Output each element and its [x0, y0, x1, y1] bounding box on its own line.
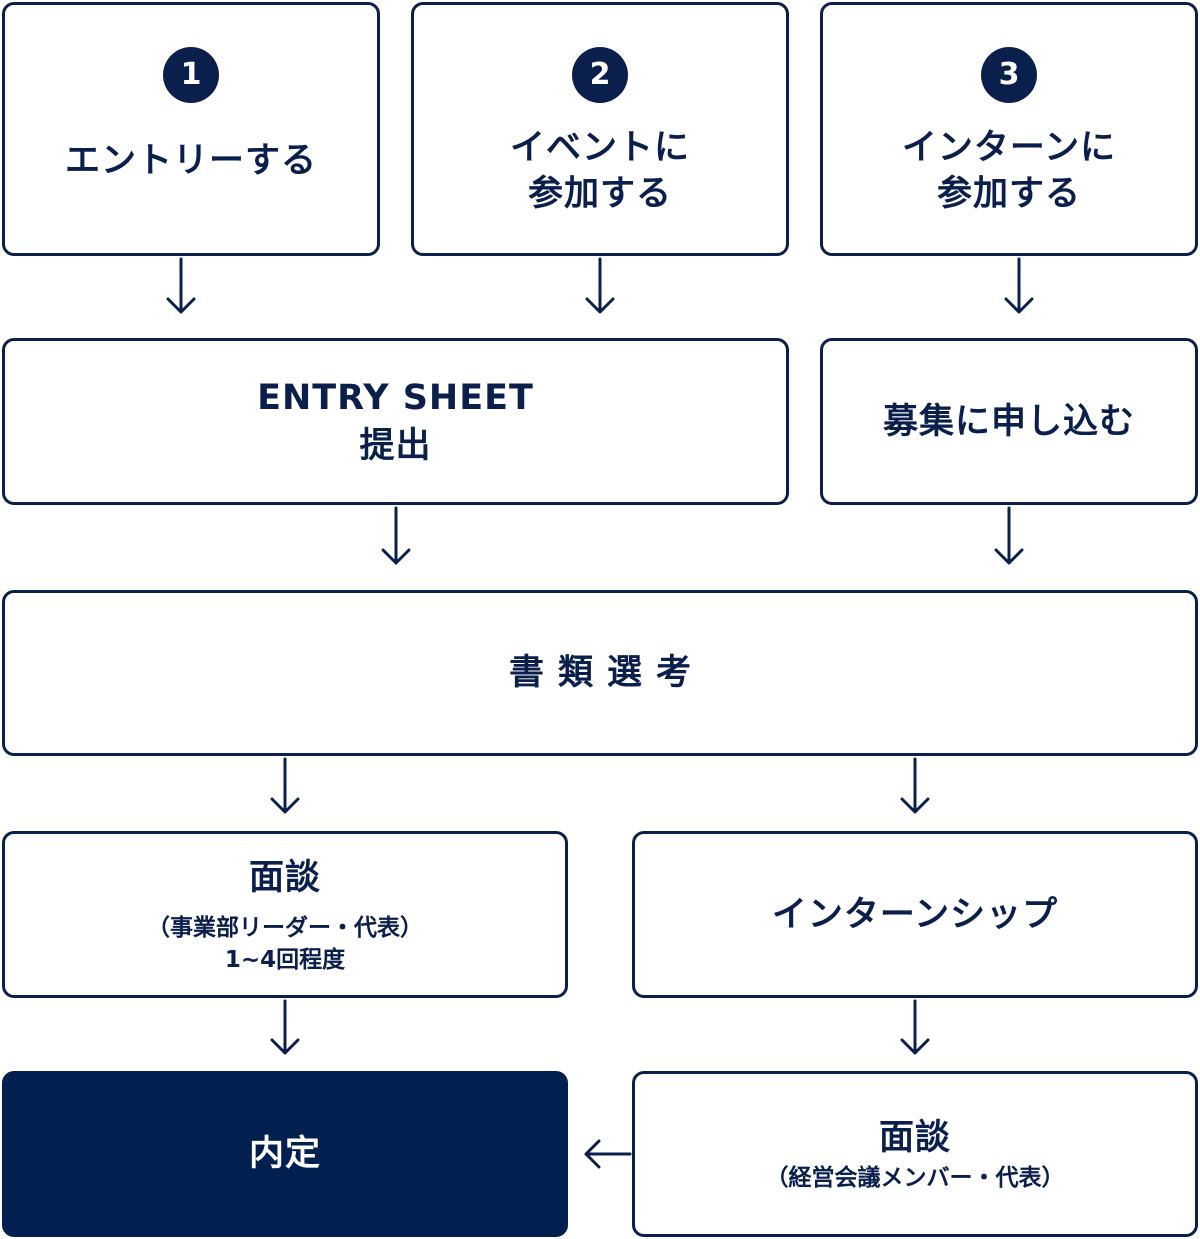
arrow-screening-to-interview1 — [270, 757, 300, 814]
entry-sheet-box: ENTRY SHEET 提出 — [2, 338, 789, 505]
step1-box: 1 エントリーする — [2, 2, 380, 256]
interview2-box: 面談 （経営会議メンバー・代表） — [632, 1071, 1198, 1237]
step2-label: イベントに 参加する — [509, 128, 690, 214]
screening-box: 書類選考 — [2, 590, 1198, 756]
arrow-interview2-to-offer — [584, 1139, 632, 1169]
arrow-step2-to-entry-sheet — [585, 257, 615, 314]
step2-number-badge: 2 — [572, 47, 628, 103]
internship-label: インターンシップ — [771, 894, 1059, 935]
arrow-step1-to-entry-sheet — [166, 257, 196, 314]
screening-label: 書類選考 — [508, 653, 705, 693]
arrow-entry-sheet-to-screening — [381, 506, 411, 565]
step3-box: 3 インターンに 参加する — [820, 2, 1198, 256]
apply-box: 募集に申し込む — [820, 338, 1198, 505]
step2-box: 2 イベントに 参加する — [411, 2, 789, 256]
interview2-label: 面談 — [878, 1118, 951, 1158]
offer-box: 内定 — [2, 1071, 568, 1237]
offer-label: 内定 — [248, 1134, 321, 1174]
arrow-screening-to-internship — [900, 757, 930, 814]
entry-sheet-label: ENTRY SHEET 提出 — [257, 377, 534, 466]
step1-number-badge: 1 — [163, 47, 219, 103]
interview2-detail: （経営会議メンバー・代表） — [765, 1165, 1065, 1191]
step1-label: エントリーする — [64, 141, 317, 181]
arrow-internship-to-interview2 — [900, 999, 930, 1055]
arrow-apply-to-screening — [994, 506, 1024, 565]
step3-label: インターンに 参加する — [901, 128, 1117, 214]
arrow-interview1-to-offer — [270, 999, 300, 1055]
arrow-step3-to-apply — [1004, 257, 1034, 314]
apply-label: 募集に申し込む — [882, 401, 1135, 442]
internship-box: インターンシップ — [632, 831, 1198, 998]
step3-number-badge: 3 — [981, 47, 1037, 103]
interview1-detail: （事業部リーダー・代表） 1~4回程度 — [147, 914, 423, 973]
interview1-box: 面談 （事業部リーダー・代表） 1~4回程度 — [2, 831, 568, 998]
interview1-label: 面談 — [248, 857, 321, 898]
